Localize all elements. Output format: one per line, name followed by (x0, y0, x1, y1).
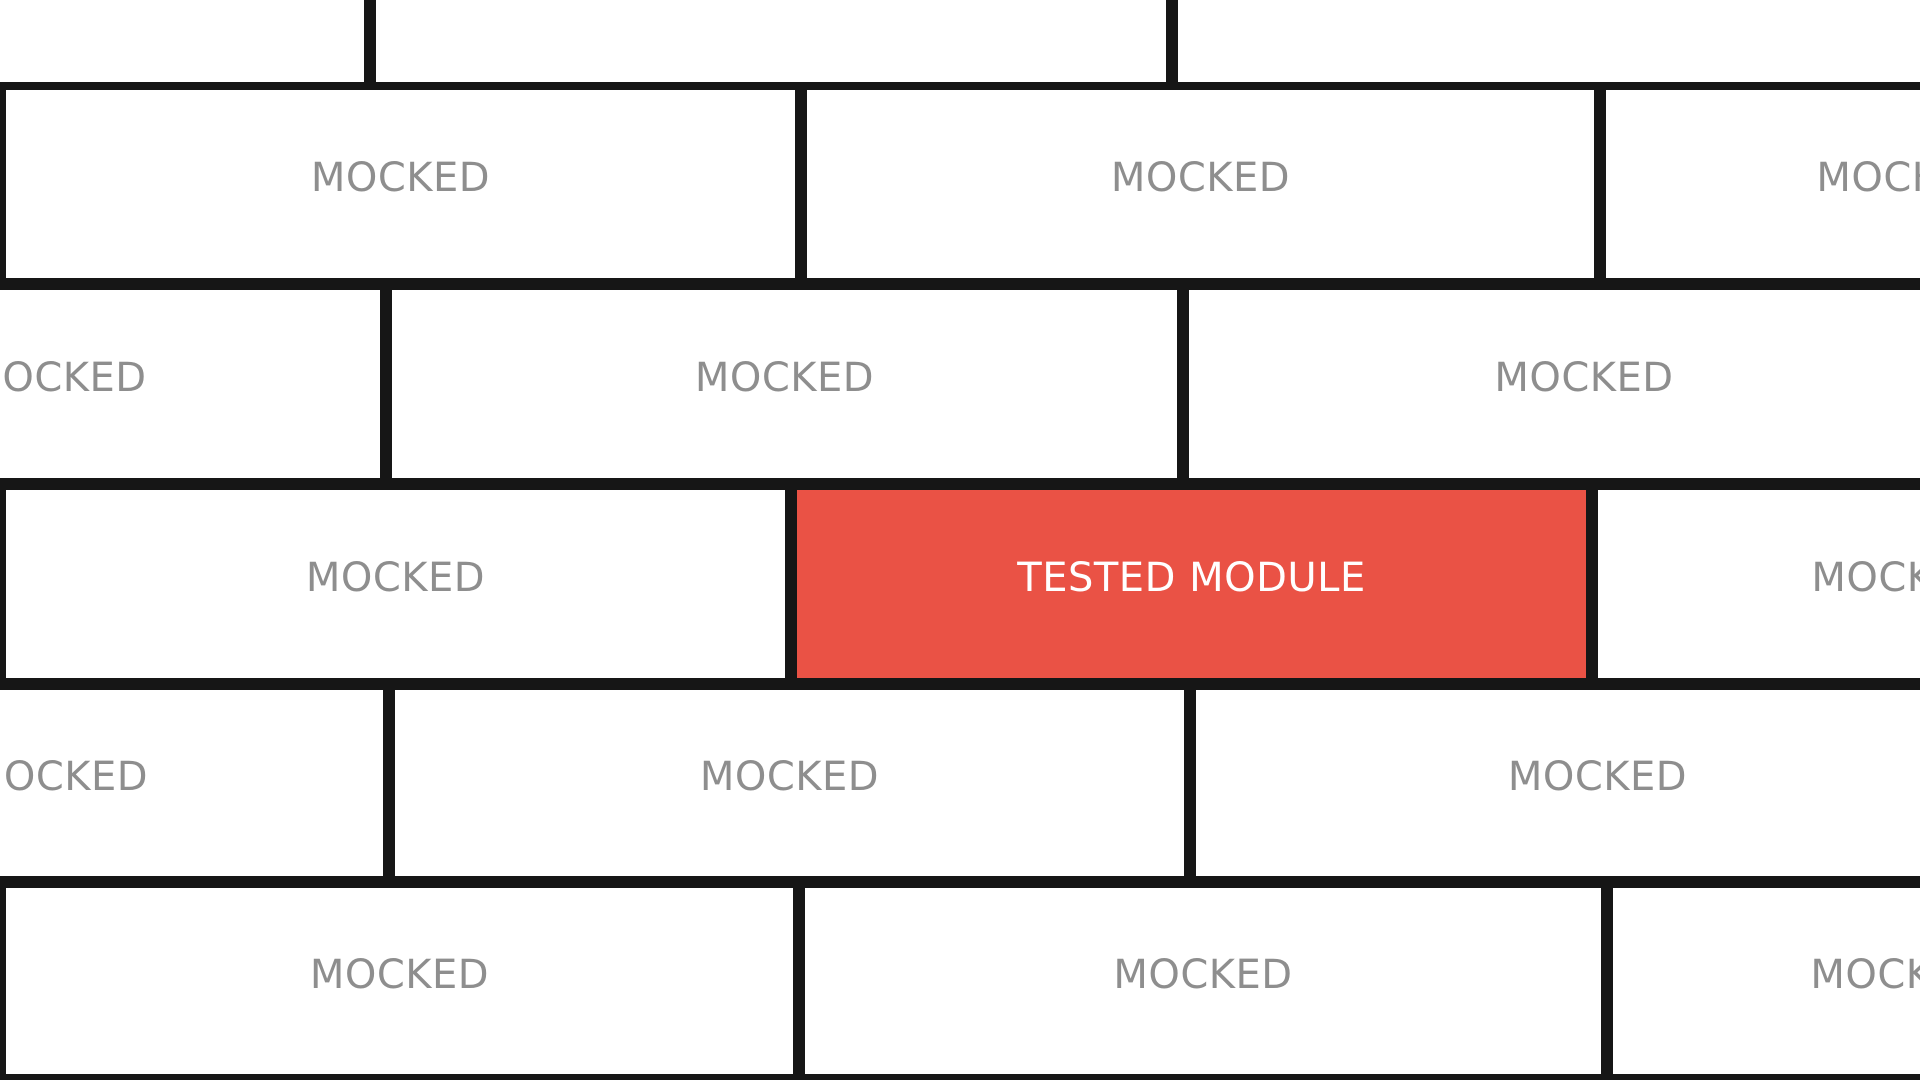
tested-module-brick: TESTED MODULE (791, 484, 1592, 684)
mocked-label: MOCKED (0, 754, 149, 800)
mocked-brick (0, 0, 370, 88)
mocked-brick: MOCKED (801, 84, 1600, 284)
mocked-label: MOCKED (305, 555, 486, 601)
mocked-brick: MOCKED (799, 882, 1607, 1080)
mocked-brick: MOCKED (386, 284, 1183, 484)
mocked-label: MOCKED (694, 355, 875, 401)
mocked-brick: MOCKED (1592, 484, 1920, 684)
mocked-label: MOCKED (310, 155, 491, 201)
mocked-brick: MOCKED (0, 484, 791, 684)
mocked-brick (370, 0, 1172, 88)
mocked-label: MOCKED (1811, 555, 1920, 601)
mocked-brick: MOCKED (0, 84, 801, 284)
mocked-brick: MOCKED (1607, 882, 1920, 1080)
mocked-label: MOCKED (1113, 952, 1293, 998)
mocked-brick: MOCKED (1190, 684, 1920, 882)
mocked-label: MOCKED (699, 754, 880, 800)
mocked-label: MOCKED (1507, 754, 1688, 800)
mocked-brick: MOCKED (0, 284, 386, 484)
mocked-brick (1200, 1074, 1920, 1080)
mocked-label: MOCKED (0, 355, 147, 401)
mocked-label: MOCKED (1816, 155, 1920, 201)
tested-module-label: TESTED MODULE (1017, 555, 1366, 601)
mocked-brick: MOCKED (1183, 284, 1920, 484)
mocked-brick: MOCKED (389, 684, 1190, 882)
mocked-brick: MOCKED (0, 684, 389, 882)
mocked-label: MOCKED (1810, 952, 1920, 998)
mocked-brick: MOCKED (0, 882, 799, 1080)
mocked-brick (400, 1074, 1200, 1080)
mocked-label: MOCKED (1110, 155, 1291, 201)
mocked-brick (0, 1074, 400, 1080)
mocked-brick (1172, 0, 1920, 88)
mocked-brick: MOCKED (1600, 84, 1920, 284)
mocked-label: MOCKED (1494, 355, 1674, 401)
mocked-label: MOCKED (309, 952, 490, 998)
